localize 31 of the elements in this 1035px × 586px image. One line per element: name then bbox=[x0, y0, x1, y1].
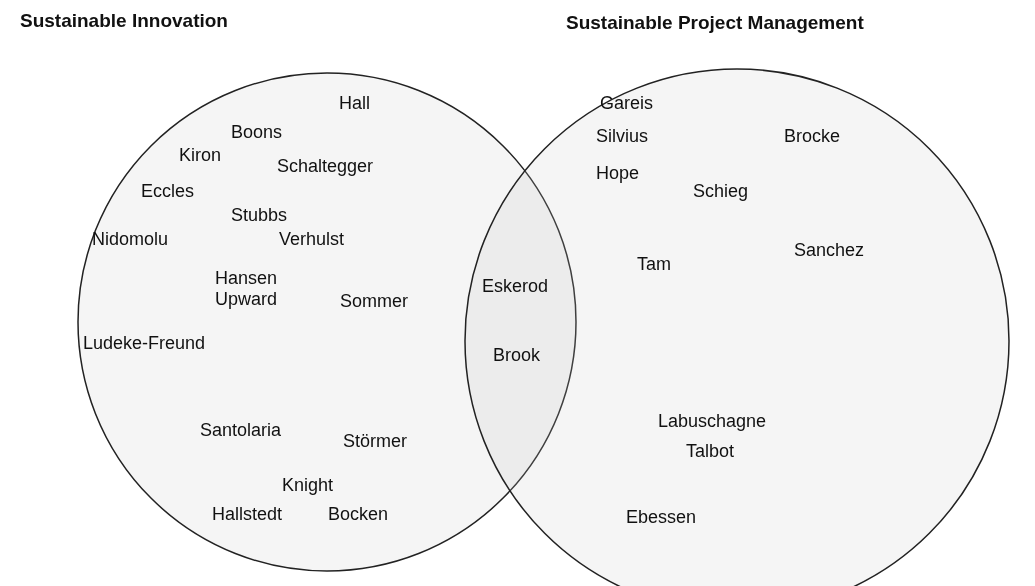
author-name: Verhulst bbox=[279, 229, 345, 249]
author-name: Talbot bbox=[686, 441, 735, 461]
author-name: Stubbs bbox=[231, 205, 288, 225]
author-name: Hall bbox=[339, 93, 370, 113]
author-name: Santolaria bbox=[200, 420, 282, 440]
author-name: Silvius bbox=[596, 126, 648, 146]
author-name: Hallstedt bbox=[212, 504, 283, 524]
author-name: Tam bbox=[637, 254, 671, 274]
author-name: Schaltegger bbox=[277, 156, 374, 176]
author-name: Gareis bbox=[600, 93, 653, 113]
author-name: Eskerod bbox=[482, 276, 549, 296]
author-name: Ludeke-Freund bbox=[83, 333, 206, 353]
author-name: Hope bbox=[596, 163, 640, 183]
author-name: Labuschagne bbox=[658, 411, 767, 431]
author-name: Hansen bbox=[215, 268, 278, 288]
author-name: Kiron bbox=[179, 145, 222, 165]
author-name: Sanchez bbox=[794, 240, 865, 260]
set-title: Sustainable Innovation bbox=[20, 10, 228, 32]
author-name: Brook bbox=[493, 345, 541, 365]
author-name: Boons bbox=[231, 122, 283, 142]
author-name: Brocke bbox=[784, 126, 841, 146]
author-name: Bocken bbox=[328, 504, 389, 524]
author-name: Upward bbox=[215, 289, 278, 309]
author-name: Ebessen bbox=[626, 507, 697, 527]
author-name: Sommer bbox=[340, 291, 408, 311]
author-name: Eccles bbox=[141, 181, 194, 201]
set-title: Sustainable Project Management bbox=[566, 12, 864, 34]
author-name: Schieg bbox=[693, 181, 749, 201]
author-name: Nidomolu bbox=[92, 229, 169, 249]
author-name: Störmer bbox=[343, 431, 407, 451]
author-name: Knight bbox=[282, 475, 334, 495]
